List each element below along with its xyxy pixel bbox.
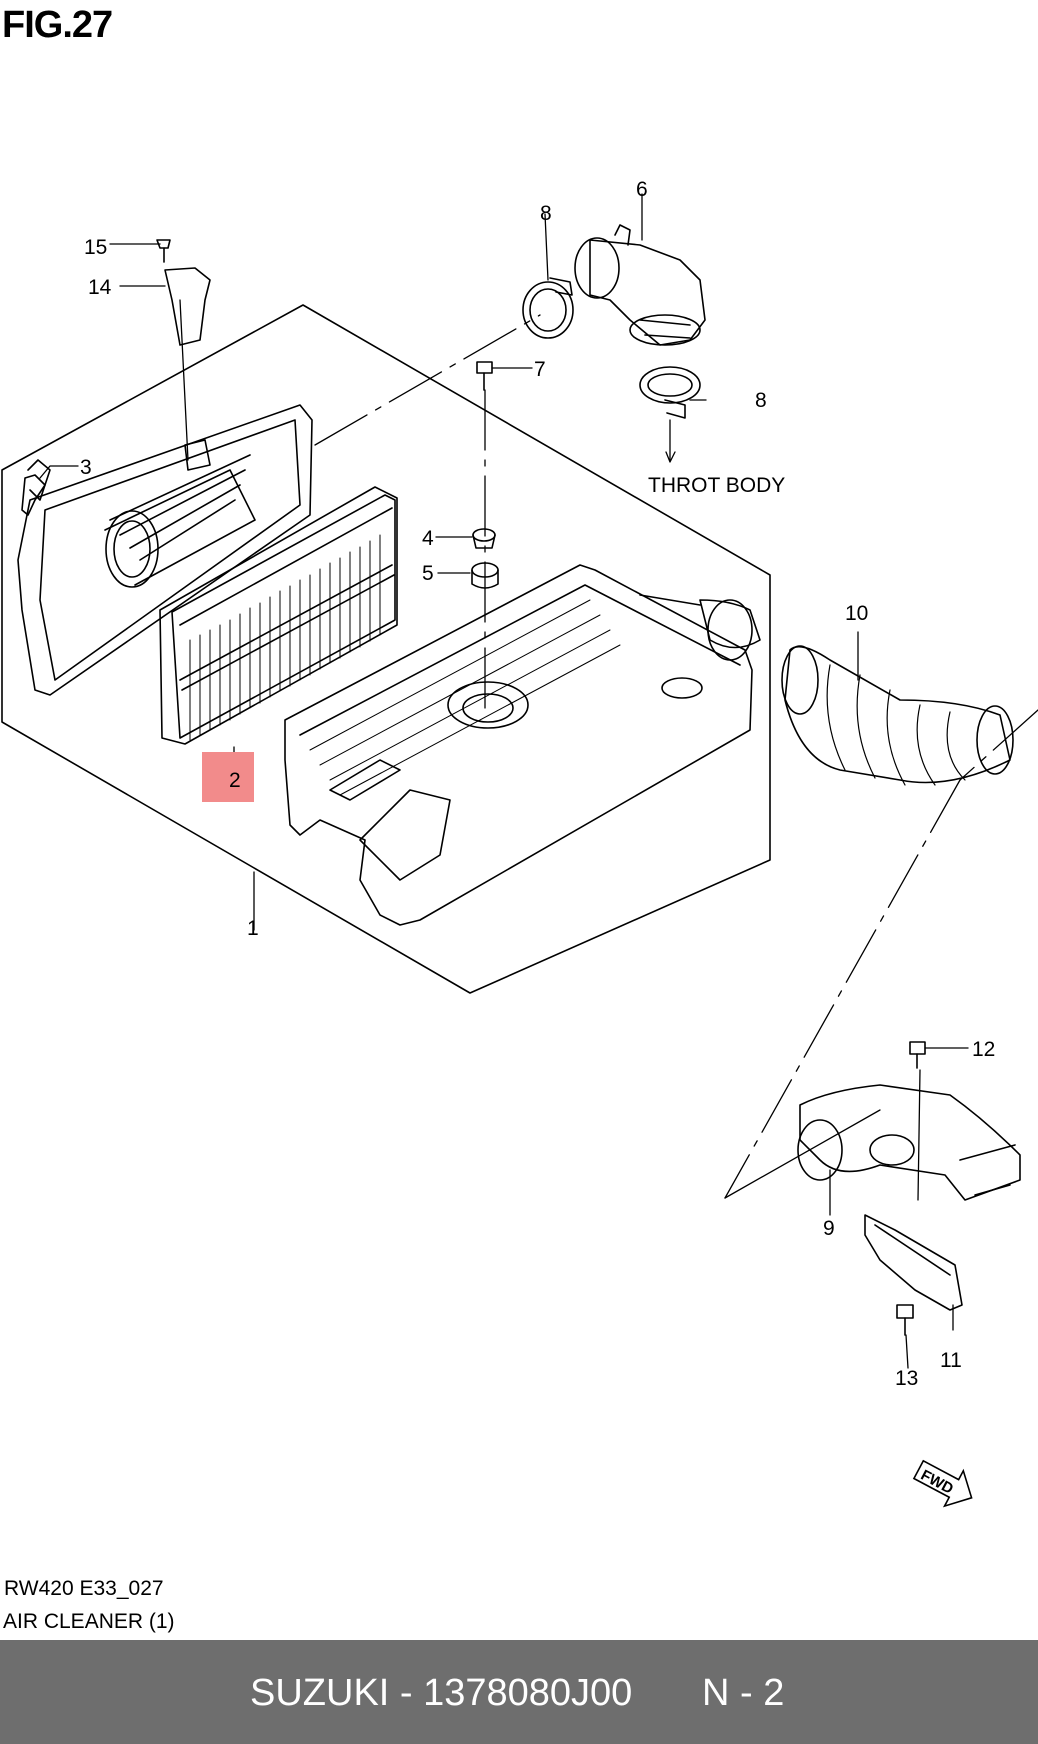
- footer-code: N - 2: [702, 1672, 785, 1714]
- callout-5: 5: [422, 562, 434, 585]
- section-name: AIR CLEANER (1): [3, 1610, 175, 1633]
- callout-1: 1: [247, 917, 259, 940]
- callout-labels: 15 14 3 8 6 7 8 4 5 10 2 1 12 9 11 13 TH…: [80, 178, 995, 1390]
- throt-body-label: THROT BODY: [648, 474, 785, 497]
- callout-13: 13: [895, 1367, 918, 1390]
- upper-cover: [284, 564, 761, 926]
- grommet-4: [472, 528, 496, 549]
- intake-pipe-6: [574, 224, 706, 346]
- figure-title: FIG.27: [2, 4, 113, 46]
- screw-15: [156, 239, 171, 263]
- callout-6: 6: [636, 178, 648, 201]
- callout-10: 10: [845, 602, 868, 625]
- callout-2: 2: [229, 769, 241, 792]
- footer-bar: SUZUKI - 1378080J00 N - 2: [0, 1640, 1038, 1744]
- bracket-11: [864, 1214, 963, 1311]
- inlet-duct-9: [797, 1084, 1021, 1201]
- lower-housing: [17, 404, 313, 696]
- filter-element: [159, 486, 398, 745]
- hose-clamp-lower: [639, 366, 701, 419]
- callout-14: 14: [88, 276, 112, 299]
- callout-11: 11: [940, 1349, 962, 1372]
- bolt-13: [896, 1304, 914, 1336]
- phantom-lines: [314, 314, 1038, 1199]
- hose-10: [781, 645, 1014, 786]
- bolt-12: [909, 1041, 926, 1069]
- fwd-arrow-icon: FWD: [912, 1459, 973, 1508]
- callout-12: 12: [972, 1038, 995, 1061]
- assembly-frame: [1, 304, 771, 994]
- exploded-parts-diagram: FWD 15 14 3 8 6 7 8 4 5 10 2 1 12 9 11 1…: [1, 178, 1038, 1508]
- diagram-ref-code: RW420 E33_027: [4, 1577, 164, 1600]
- footer-brand-part: SUZUKI - 1378080J00: [250, 1672, 633, 1714]
- highlight-box: [202, 752, 254, 802]
- hose-clamp-upper: [522, 277, 574, 339]
- callout-9: 9: [823, 1217, 835, 1240]
- clip-3: [21, 474, 46, 516]
- callout-15: 15: [84, 236, 107, 259]
- sensor-14: [164, 267, 211, 346]
- callout-8-upper: 8: [540, 202, 552, 225]
- leader-lines: [39, 193, 969, 1369]
- callout-8-lower: 8: [755, 389, 767, 412]
- bolt-7: [476, 361, 493, 391]
- callout-3: 3: [80, 456, 92, 479]
- callout-7: 7: [534, 358, 546, 381]
- callout-4: 4: [422, 527, 434, 550]
